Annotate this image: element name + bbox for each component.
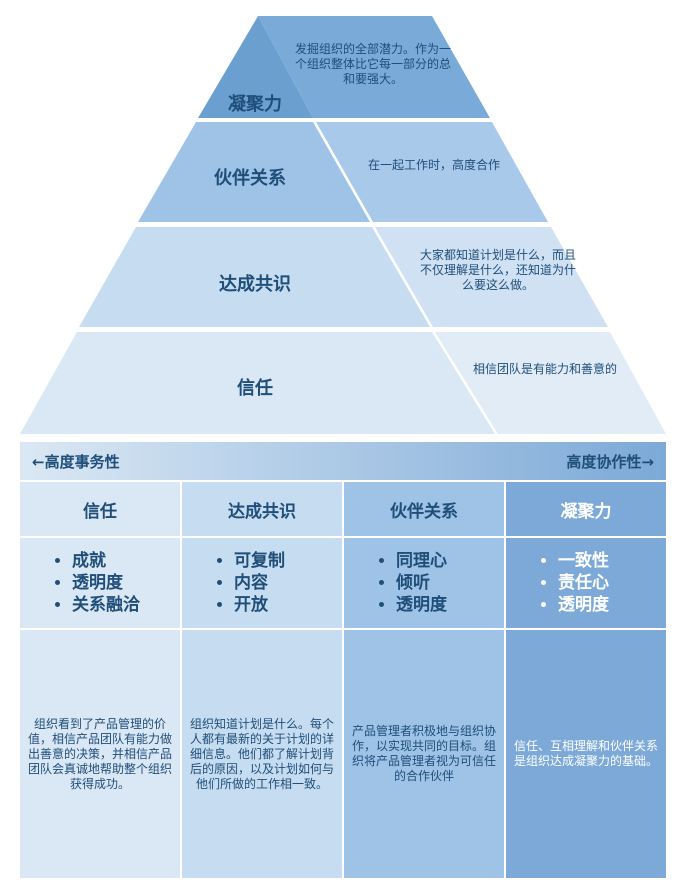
- pyramid-label-trust: 信任: [237, 378, 273, 399]
- pyramid-tier-consensus-left: [79, 227, 430, 327]
- bullet-item: 关系融洽: [72, 594, 180, 616]
- description-trust: 组织看到了产品管理的价值，相信产品团队有能力做出善意的决策，并相信产品团队会真诚…: [20, 630, 180, 878]
- transactional-collaborative-scale: ←高度事务性 高度协作性→: [20, 442, 666, 480]
- description-partnership: 产品管理者积极地与组织协作，以实现共同的目标。组织将产品管理者视为可信任的合作伙…: [344, 630, 504, 878]
- pyramid-tier-cohesion-right: [258, 16, 490, 118]
- bullets-consensus: 可复制 内容 开放: [182, 538, 342, 628]
- pyramid-desc-partnership: 在一起工作时，高度合作: [368, 158, 501, 172]
- pyramid-desc-consensus: 大家都知道计划是什么，而且不仅理解是什么，还知道为什么要这么做。: [419, 248, 576, 292]
- bullet-item: 内容: [234, 572, 342, 594]
- bullet-item: 透明度: [72, 572, 180, 594]
- column-header-partnership: 伙伴关系: [344, 482, 504, 536]
- bullet-item: 透明度: [558, 594, 666, 616]
- pyramid-label-consensus: 达成共识: [219, 274, 291, 295]
- description-consensus: 组织知道计划是什么。每个人都有最新的关于计划的详细信息。他们都了解计划背后的原因…: [182, 630, 342, 878]
- pyramid-label-cohesion: 凝聚力: [228, 94, 282, 115]
- bullet-item: 成就: [72, 550, 180, 572]
- column-header-cohesion: 凝聚力: [506, 482, 666, 536]
- pyramid-tier-trust-left: [20, 332, 495, 434]
- column-header-trust: 信任: [20, 482, 180, 536]
- pyramid-tier-partnership-left: [138, 122, 370, 222]
- pyramid-tier-cohesion-left: [198, 16, 313, 118]
- pyramid-tier-partnership-right: [316, 122, 548, 222]
- pyramid-desc-trust: 相信团队是有能力和善意的: [472, 362, 617, 376]
- pyramid-desc-cohesion: 发掘组织的全部潜力。作为一个组织整体比它每一部分的总和要强大。: [294, 42, 451, 86]
- pyramid-tier-consensus-right: [375, 227, 608, 327]
- scale-right-label: 高度协作性→: [566, 453, 654, 471]
- description-cohesion: 信任、互相理解和伙伴关系是组织达成凝聚力的基础。: [506, 630, 666, 878]
- pyramid-label-partnership: 伙伴关系: [214, 168, 286, 189]
- bullet-item: 同理心: [396, 550, 504, 572]
- stages-table: 信任 达成共识 伙伴关系 凝聚力 成就 透明度 关系融洽 可复制 内容 开放 同…: [20, 482, 666, 878]
- bullet-item: 可复制: [234, 550, 342, 572]
- bullet-item: 开放: [234, 594, 342, 616]
- bullets-cohesion: 一致性 责任心 透明度: [506, 538, 666, 628]
- bullet-item: 倾听: [396, 572, 504, 594]
- column-header-consensus: 达成共识: [182, 482, 342, 536]
- bullet-item: 责任心: [558, 572, 666, 594]
- scale-left-label: ←高度事务性: [32, 453, 120, 471]
- pyramid-tier-trust-right: [435, 332, 666, 434]
- pyramid-diagram: [20, 16, 666, 434]
- bullets-trust: 成就 透明度 关系融洽: [20, 538, 180, 628]
- bullet-item: 一致性: [558, 550, 666, 572]
- bullets-partnership: 同理心 倾听 透明度: [344, 538, 504, 628]
- bullet-item: 透明度: [396, 594, 504, 616]
